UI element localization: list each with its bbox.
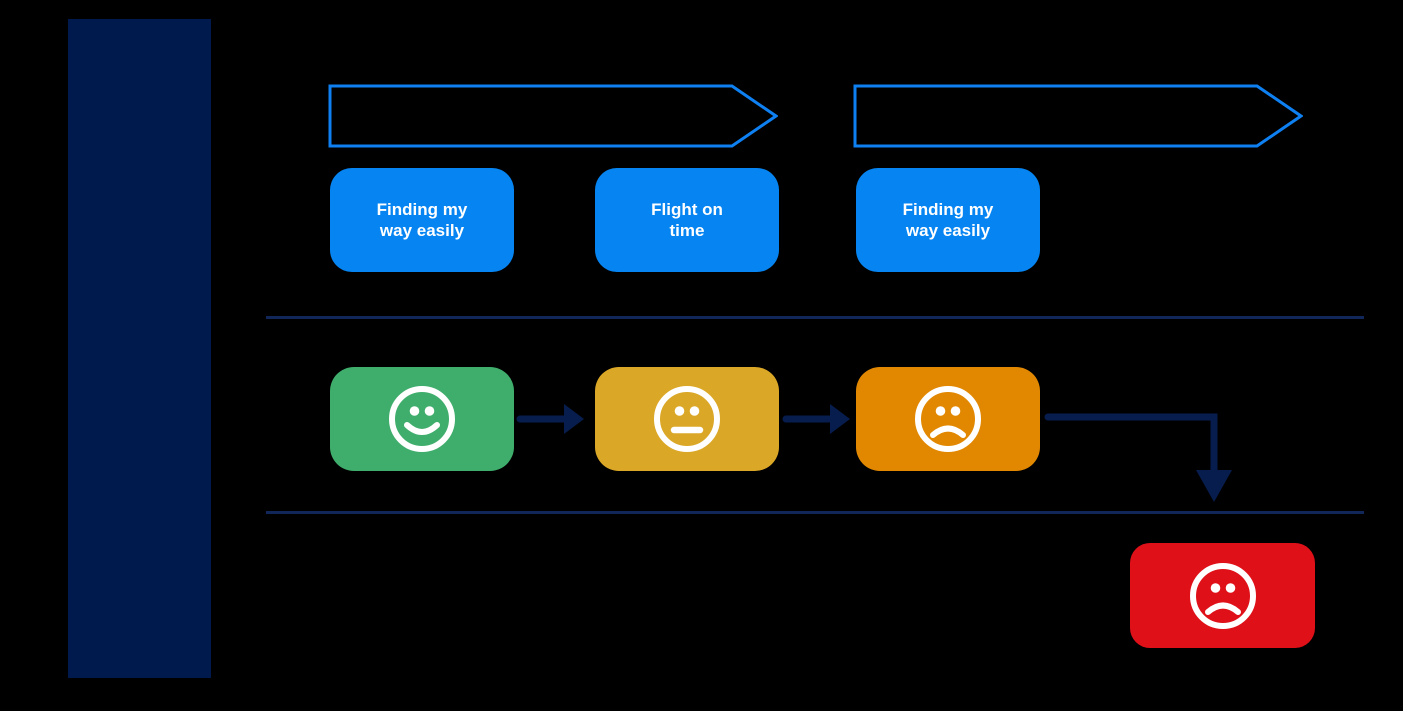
sad-face-icon: [1189, 562, 1256, 629]
divider-line-top: [266, 316, 1364, 319]
stage-column-bar: [68, 19, 211, 678]
touchpoint-label: Finding my way easily: [902, 200, 994, 240]
emotion-card-neutral: [595, 367, 779, 471]
face-eyes: [409, 406, 435, 416]
face-eyes: [674, 406, 700, 416]
touchpoint-card-3: Finding my way easily: [856, 168, 1040, 272]
connector-arrow-right-2: [782, 404, 850, 434]
sad-face-icon: [915, 386, 981, 452]
connector-elbow-down-arrow: [1044, 413, 1232, 502]
touchpoint-label: Finding my way easily: [376, 200, 468, 240]
chevron-right-icon: [328, 84, 778, 148]
arrow-head-icon: [830, 404, 850, 434]
emotion-card-happy: [330, 367, 514, 471]
emotion-card-very-sad: [1130, 543, 1315, 648]
touchpoint-card-1: Finding my way easily: [330, 168, 514, 272]
arrow-shaft: [1044, 413, 1218, 474]
happy-face-icon: [389, 386, 455, 452]
face-eyes: [935, 406, 961, 416]
divider-line-bottom: [266, 511, 1364, 514]
connector-arrow-right-1: [516, 404, 584, 434]
emotion-card-sad: [856, 367, 1040, 471]
chevron-right-icon: [853, 84, 1303, 148]
phase-arrow-1: [328, 84, 778, 148]
touchpoint-label: Flight on time: [651, 200, 723, 240]
touchpoint-card-2: Flight on time: [595, 168, 779, 272]
face-eyes: [1210, 582, 1235, 593]
arrow-head-icon: [564, 404, 584, 434]
arrow-head-icon: [1196, 470, 1232, 502]
neutral-face-icon: [654, 386, 720, 452]
phase-arrow-2: [853, 84, 1303, 148]
